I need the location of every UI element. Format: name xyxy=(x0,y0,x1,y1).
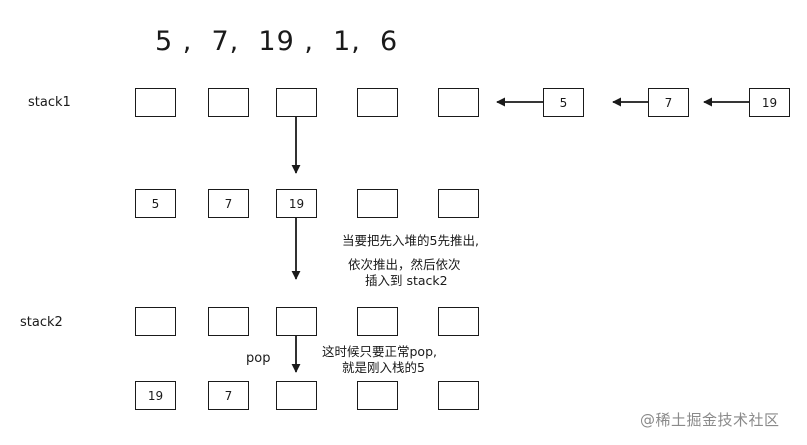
stack1-filled-slot: 19 xyxy=(276,189,317,218)
pop-label: pop xyxy=(246,351,271,366)
note-push-line3: 插入到 stack2 xyxy=(365,273,448,288)
stack1-label: stack1 xyxy=(28,95,71,110)
input-box: 5 xyxy=(543,88,584,117)
stack1-slot xyxy=(135,88,176,117)
stack2-filled-slot xyxy=(276,381,317,410)
stack1-slot xyxy=(438,88,479,117)
stack1-filled-slot: 5 xyxy=(135,189,176,218)
stack2-label: stack2 xyxy=(20,315,63,330)
stack2-filled-slot xyxy=(438,381,479,410)
note-pop-line2: 就是刚入栈的5 xyxy=(342,360,425,375)
stack2-filled-slot: 19 xyxy=(135,381,176,410)
note-pop-line1: 这时候只要正常pop, xyxy=(322,344,437,359)
input-box: 19 xyxy=(749,88,790,117)
stack2-slot xyxy=(208,307,249,336)
note-push-line2: 依次推出，然后依次 xyxy=(348,257,461,272)
stack1-slot xyxy=(276,88,317,117)
stack1-slot xyxy=(208,88,249,117)
input-box: 7 xyxy=(648,88,689,117)
stack2-filled-slot: 7 xyxy=(208,381,249,410)
stack2-slot xyxy=(438,307,479,336)
watermark: @稀土掘金技术社区 xyxy=(640,411,780,429)
number-sequence: 5 , 7, 19 , 1, 6 xyxy=(155,26,399,57)
stack1-slot xyxy=(357,88,398,117)
stack1-filled-slot: 7 xyxy=(208,189,249,218)
stack2-filled-slot xyxy=(357,381,398,410)
stack1-filled-slot xyxy=(357,189,398,218)
stack1-filled-slot xyxy=(438,189,479,218)
stack2-slot xyxy=(357,307,398,336)
stack2-slot xyxy=(135,307,176,336)
stack2-slot xyxy=(276,307,317,336)
note-push-line1: 当要把先入堆的5先推出, xyxy=(342,233,479,248)
